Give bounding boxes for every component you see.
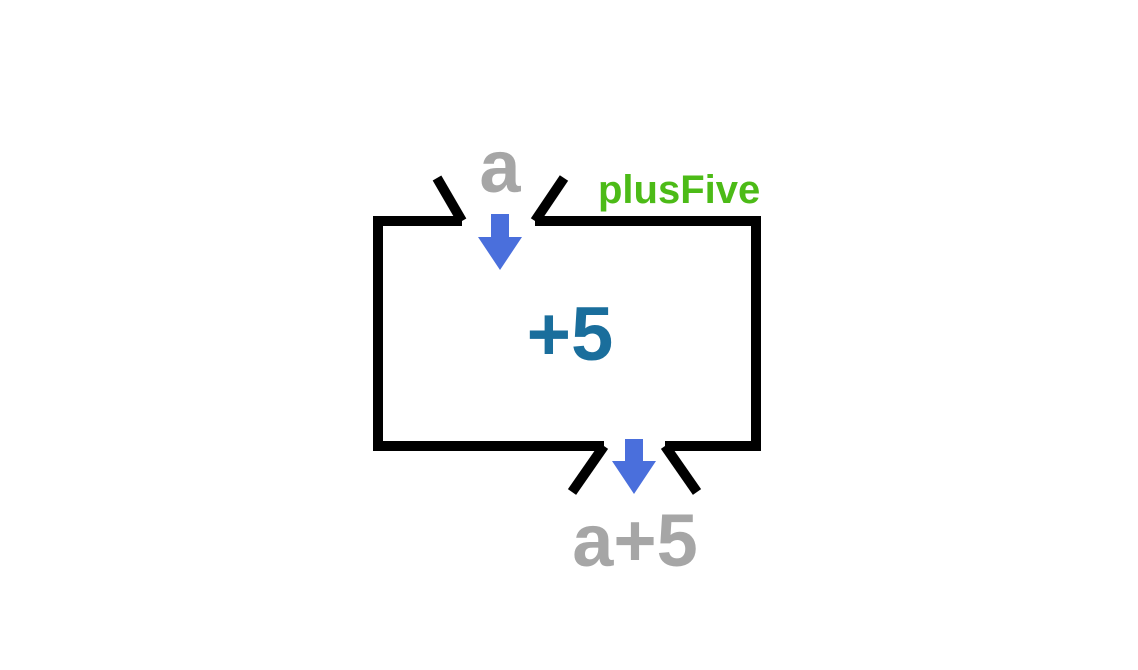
input-arrow-icon: [478, 214, 522, 270]
machine-body-outline: [373, 216, 604, 451]
input-label: a: [479, 125, 521, 208]
machine-frame: [373, 175, 761, 495]
input-funnel-right: [530, 175, 569, 224]
operation-label: +5: [527, 292, 614, 377]
function-name-label: plusFive: [598, 168, 760, 212]
machine-body-outline-right: [535, 216, 761, 451]
output-label: a+5: [572, 499, 698, 582]
input-funnel-left: [432, 175, 467, 224]
output-funnel-left: [567, 443, 609, 495]
output-funnel-right: [660, 443, 702, 495]
output-arrow-icon: [612, 439, 656, 494]
